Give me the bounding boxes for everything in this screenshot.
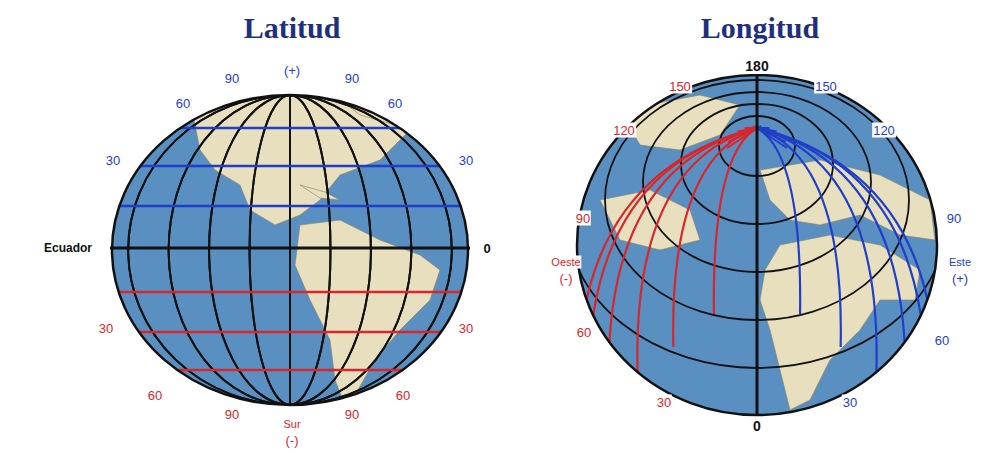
pole-fan [728, 128, 757, 142]
equator-line [110, 247, 470, 250]
degree-label: 90 [224, 71, 240, 86]
pole-fan [727, 128, 757, 148]
degree-label: 0 [752, 418, 762, 434]
parallel [100, 291, 480, 294]
degree-label: 90 [224, 407, 240, 422]
meridian [209, 95, 371, 405]
degree-label: 120 [612, 123, 636, 138]
degree-label: 60 [387, 96, 403, 111]
meridian [250, 95, 331, 405]
degree-label: 60 [147, 388, 163, 403]
degree-label: Sur [282, 418, 301, 431]
meridian-west [637, 128, 757, 374]
pole-fan [737, 128, 757, 131]
degree-label: 90 [344, 71, 360, 86]
degree-label: (-) [559, 271, 574, 286]
meridian-west [714, 128, 757, 314]
latitude-globe [100, 90, 480, 410]
meridian [128, 95, 452, 405]
degree-label: 30 [458, 321, 474, 336]
degree-label: 0 [482, 241, 491, 256]
meridian-east [757, 128, 905, 393]
degree-label: 30 [842, 395, 858, 410]
meridian-west [609, 128, 757, 393]
degree-label: 150 [668, 79, 692, 94]
parallel [100, 127, 480, 130]
meridian-west [588, 128, 757, 404]
degree-label: 60 [395, 388, 411, 403]
globe-heading: Latitud [244, 13, 341, 43]
degree-label: Oeste [550, 256, 581, 269]
degree-label: Este [948, 256, 972, 269]
meridian-east [757, 128, 877, 374]
parallel [100, 205, 480, 208]
meridian-east [757, 128, 926, 404]
parallel [100, 165, 480, 168]
degree-label: 90 [946, 211, 962, 226]
degree-label: 30 [458, 153, 474, 168]
meridian-west [578, 128, 757, 406]
prime-meridian [756, 76, 759, 414]
degree-label: 60 [934, 333, 950, 348]
pole-fan [732, 128, 757, 136]
degree-label: (+) [951, 271, 969, 286]
degree-label: 150 [814, 79, 838, 94]
pole-fan [757, 128, 787, 148]
degree-label: 30 [656, 395, 672, 410]
degree-label: 120 [872, 123, 896, 138]
longitude-globe [529, 56, 985, 416]
degree-label: 60 [175, 96, 191, 111]
degree-label: 90 [344, 407, 360, 422]
parallel [100, 331, 480, 334]
meridian-east [757, 128, 800, 314]
degree-label: Ecuador [43, 241, 93, 255]
degree-label: 60 [576, 325, 592, 340]
meridian [169, 95, 412, 405]
parallel [100, 369, 480, 372]
meridian-east [757, 128, 936, 406]
pole-fan [745, 127, 757, 129]
meridian [289, 90, 291, 410]
degree-label: (-) [285, 433, 300, 448]
degree-label: 30 [105, 153, 121, 168]
degree-label: 180 [744, 58, 769, 74]
degree-label: (+) [283, 63, 301, 78]
globe-heading: Longitud [701, 13, 819, 43]
latitude-circle [529, 56, 985, 416]
degree-label: 30 [98, 321, 114, 336]
degree-label: 90 [575, 211, 591, 226]
